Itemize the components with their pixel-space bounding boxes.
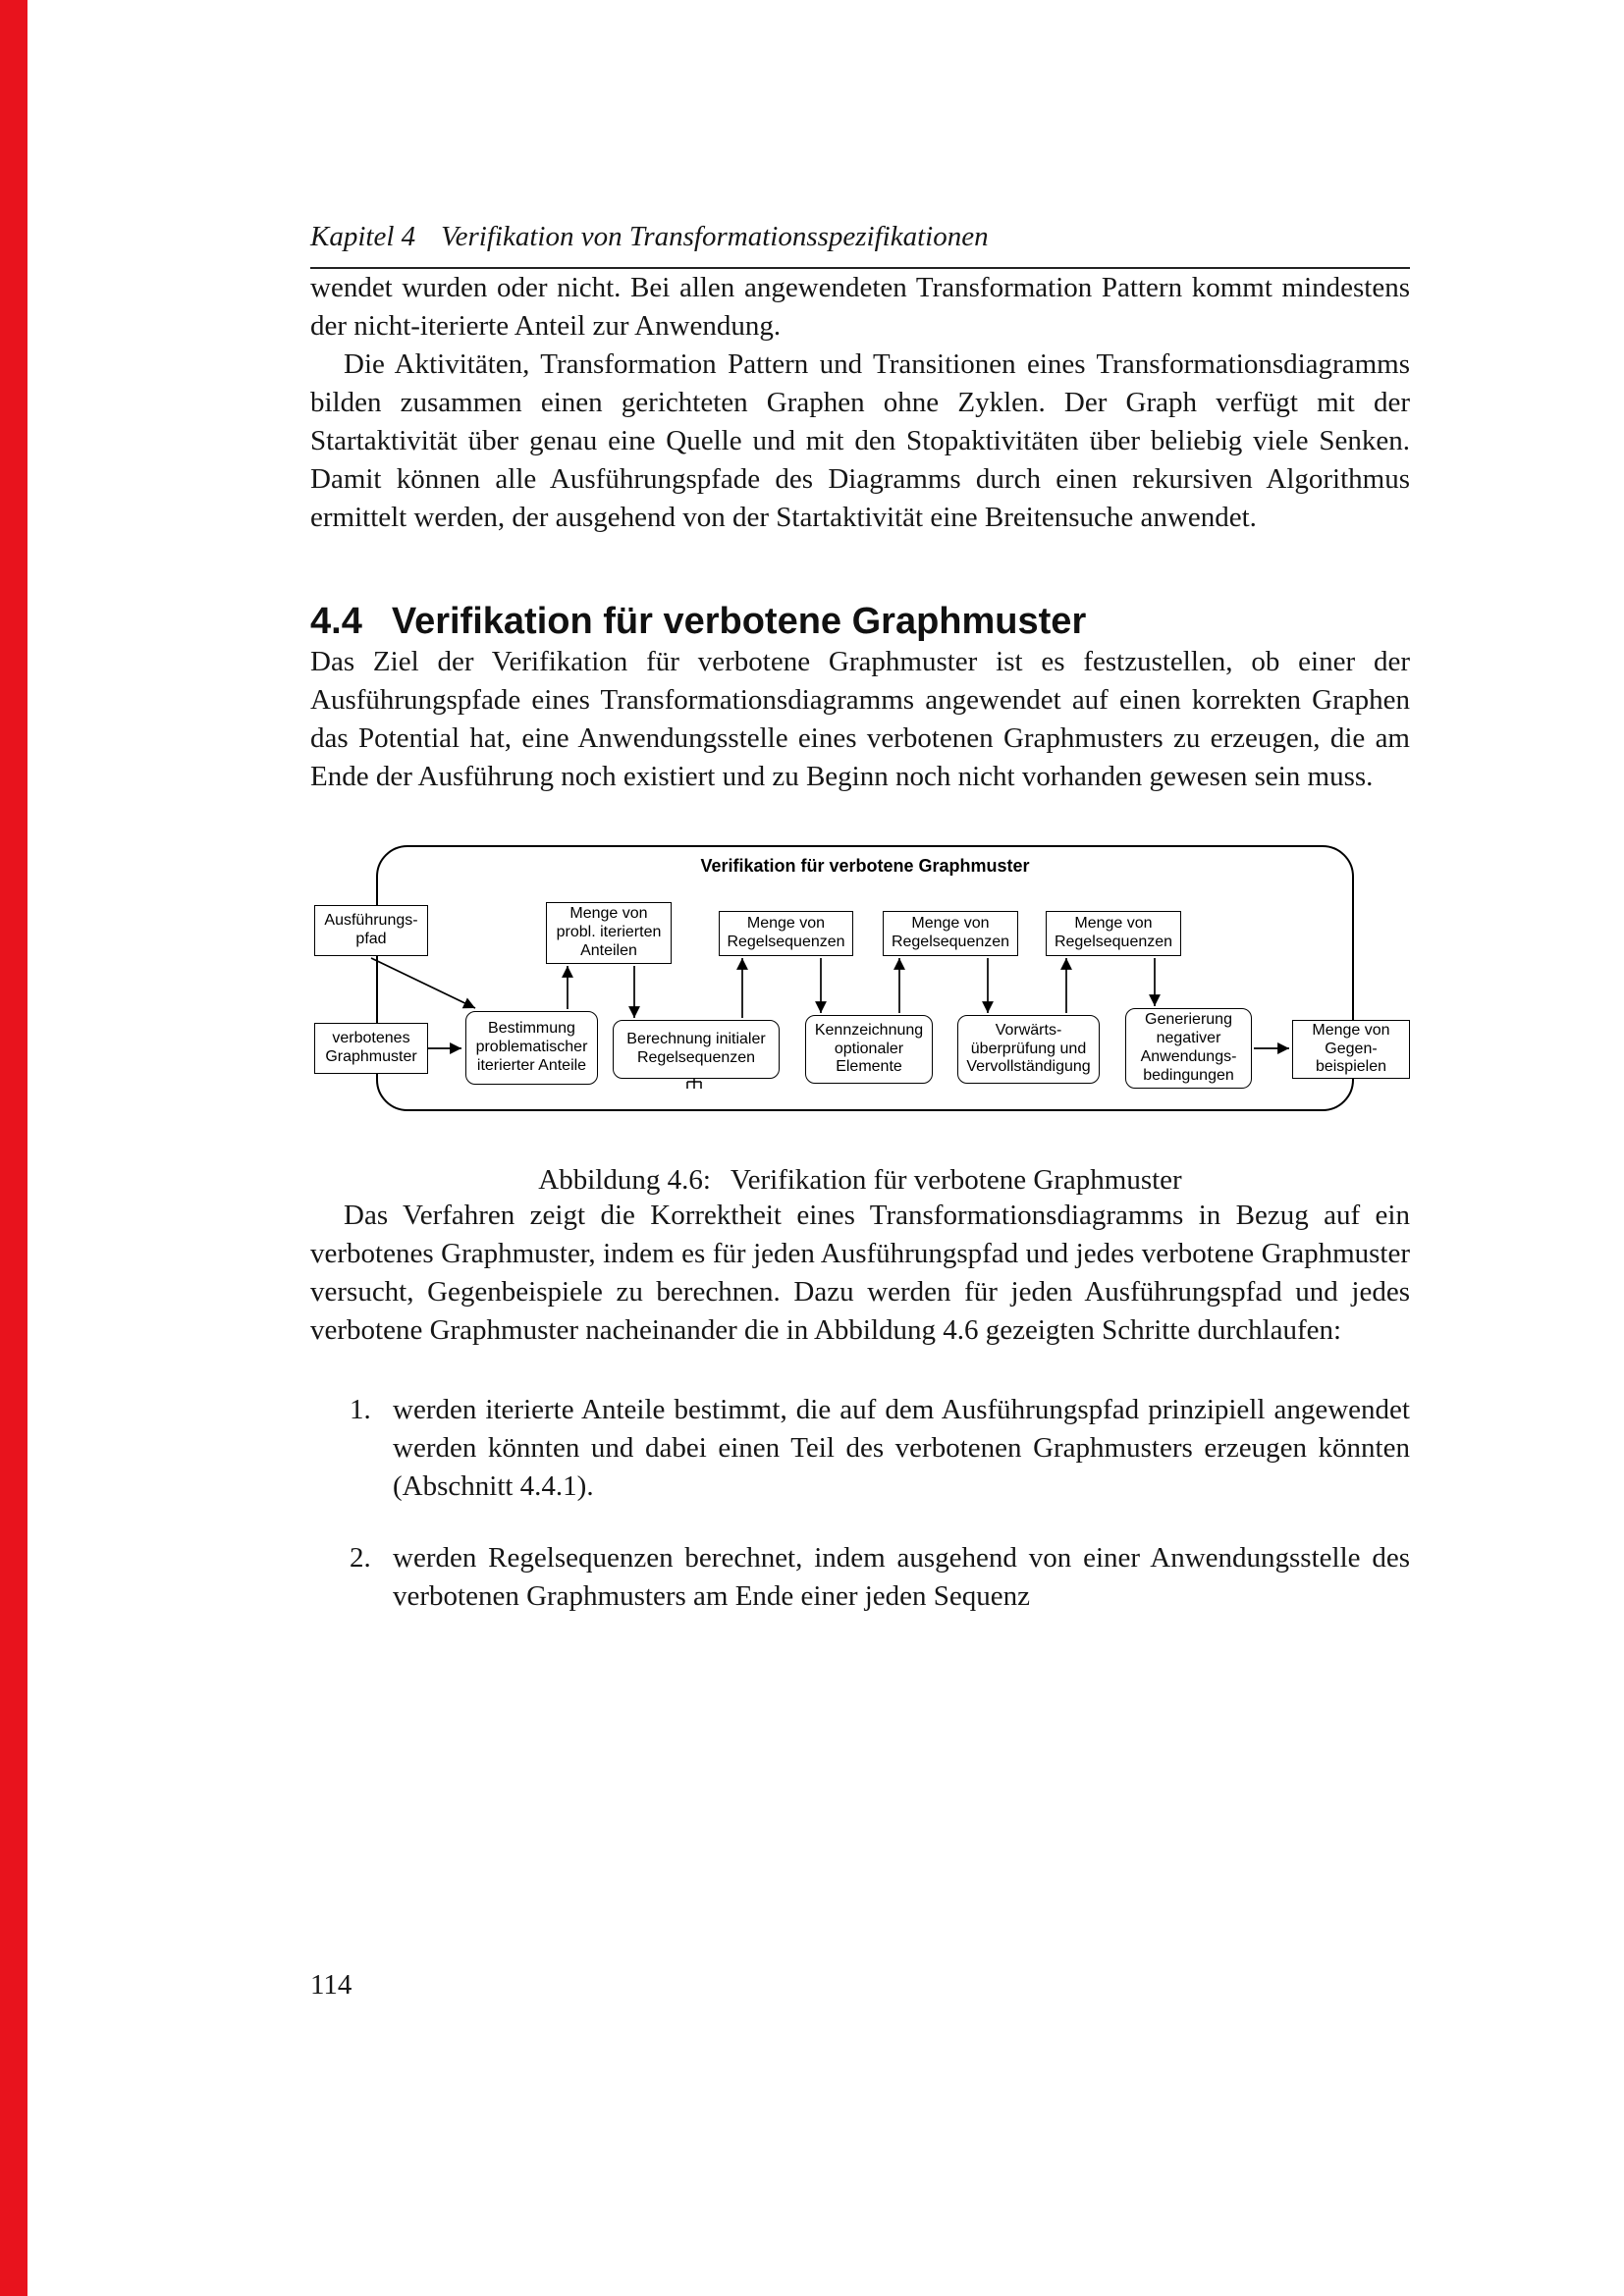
list-item-1-text: werden iterierte Anteile bestimmt, die a… (393, 1394, 1410, 1502)
node-menge-regelsequenzen-1: Menge von Regelsequenzen (719, 911, 853, 956)
paragraph-after-figure: Das Verfahren zeigt die Korrektheit eine… (310, 1200, 1410, 1346)
node-menge-regelsequenzen-2: Menge von Regelsequenzen (883, 911, 1018, 956)
node-menge-regelsequenzen-3: Menge von Regelsequenzen (1046, 911, 1181, 956)
node-vorwaerts: Vorwärts- überprüfung und Vervollständig… (957, 1015, 1100, 1084)
section-number: 4.4 (310, 601, 362, 642)
diagram-arrows (370, 957, 1289, 1089)
section-heading: 4.4 Verifikation für verbotene Graphmuste… (310, 600, 1410, 643)
node-kennzeichnung: Kennzeichnung optionaler Elemente (805, 1015, 933, 1084)
list-item-1: 1. werden iterierte Anteile bestimmt, di… (310, 1391, 1410, 1506)
list-item-2: 2. werden Regelsequenzen berechnet, inde… (310, 1539, 1410, 1616)
paragraph-continuation: wendet wurden oder nicht. Bei allen ange… (310, 272, 1410, 342)
arrow-ausfuehrungspfad-bestimmung (370, 957, 476, 1009)
node-ausfuehrungspfad: Ausführungs- pfad (314, 905, 428, 956)
running-header-title: Verifikation von Transformationsspezifik… (441, 221, 989, 252)
figure-4-6: Verifikation für verbotene Graphmuster (310, 839, 1410, 1197)
numbered-list: 1. werden iterierte Anteile bestimmt, di… (310, 1391, 1410, 1616)
diagram-title: Verifikation für verbotene Graphmuster (700, 856, 1030, 876)
running-header-chapter: Kapitel 4 (310, 221, 416, 252)
figure-caption-text: Verifikation für verbotene Graphmuster (730, 1164, 1182, 1196)
document-page: Kapitel 4 Verifikation von Transformation… (310, 0, 1410, 1649)
node-menge-probl-iterierter-anteile: Menge von probl. iterierten Anteilen (546, 902, 672, 964)
list-item-2-number: 2. (350, 1542, 371, 1574)
verification-diagram: Verifikation für verbotene Graphmuster (310, 839, 1410, 1119)
page-edge-bar (0, 0, 27, 2296)
figure-caption: Abbildung 4.6: Verifikation für verbotene… (310, 1164, 1410, 1197)
paragraph-activities: Die Aktivitäten, Transformation Pattern … (310, 348, 1410, 533)
list-item-2-text: werden Regelsequenzen berechnet, indem a… (393, 1542, 1410, 1612)
node-generierung: Generierung negativer Anwendungs- beding… (1125, 1008, 1252, 1089)
figure-caption-label: Abbildung 4.6: (538, 1164, 711, 1196)
node-bestimmung: Bestimmung problematischer iterierter An… (465, 1011, 598, 1085)
list-item-1-number: 1. (350, 1394, 371, 1425)
node-verbotenes-graphmuster: verbotenes Graphmuster (314, 1023, 428, 1074)
subdiagram-indicator-icon (686, 1075, 702, 1089)
running-header: Kapitel 4 Verifikation von Transformation… (310, 220, 1410, 269)
section-title: Verifikation für verbotene Graphmuster (391, 601, 1087, 642)
node-berechnung: Berechnung initialer Regelsequenzen (613, 1020, 780, 1079)
node-gegenbeispiele: Menge von Gegen- beispielen (1292, 1020, 1410, 1079)
paragraph-section-intro: Das Ziel der Verifikation für verbotene … (310, 646, 1410, 792)
page-number: 114 (310, 1969, 352, 2001)
